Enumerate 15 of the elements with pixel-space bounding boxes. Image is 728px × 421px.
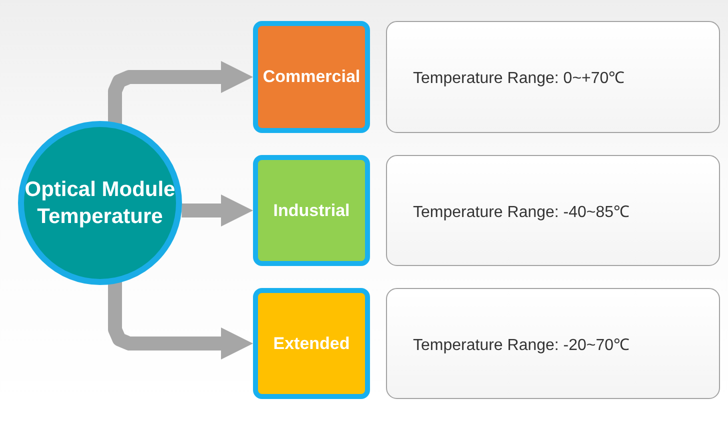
range-box xyxy=(386,288,720,399)
range-text: Temperature Range: -20~70℃ xyxy=(413,336,630,354)
category-label: Optical Module Temperature xyxy=(24,177,176,230)
category-box xyxy=(253,155,370,266)
range-box xyxy=(386,21,720,133)
category-label: Industrial xyxy=(273,200,350,220)
arrow xyxy=(108,282,253,360)
category-box xyxy=(253,21,370,133)
range-text: Temperature Range: -40~85℃ xyxy=(413,202,630,222)
category-label: Extended xyxy=(273,334,350,354)
category-box xyxy=(253,288,370,399)
range-box xyxy=(386,155,720,266)
range-text: Temperature Range: 0~+70℃ xyxy=(413,69,625,88)
category-label: Commercial xyxy=(262,67,360,87)
arrow xyxy=(182,194,253,226)
